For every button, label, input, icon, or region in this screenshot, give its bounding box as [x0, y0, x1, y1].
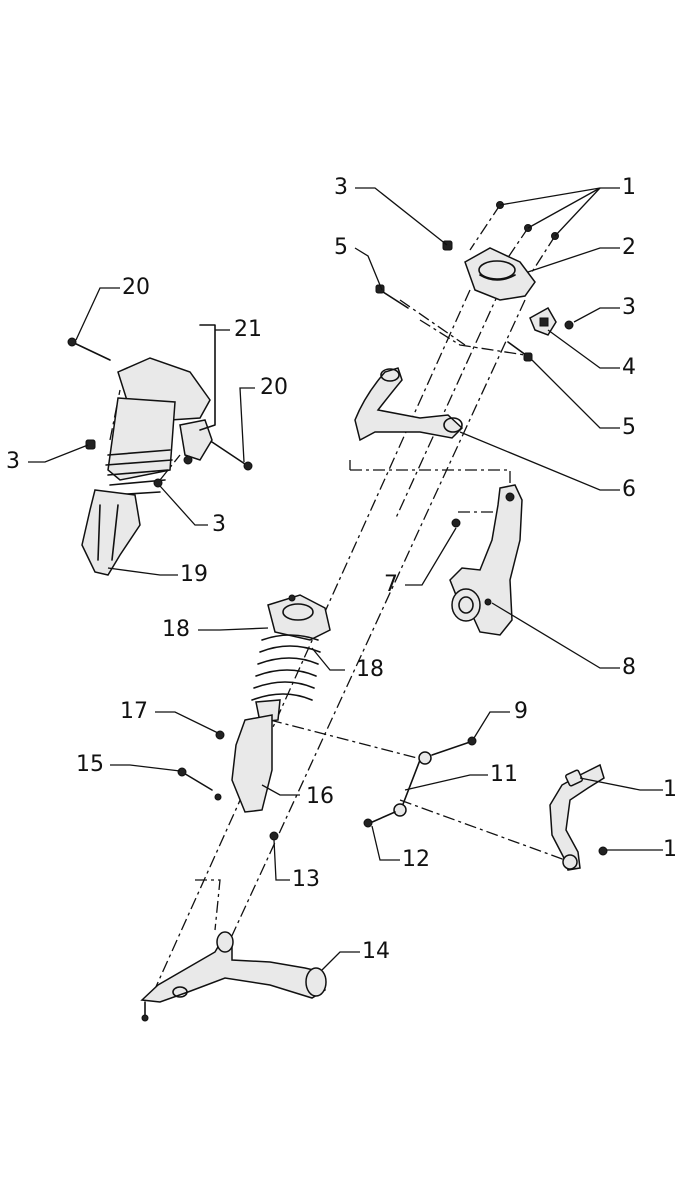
upper-control-arm	[354, 367, 464, 442]
callout-16: 16	[306, 784, 334, 809]
callout-14: 14	[362, 939, 390, 964]
leader-lines	[28, 187, 663, 971]
callout-5-left: 5	[334, 235, 348, 260]
callout-13: 13	[292, 867, 320, 892]
callout-18-right: 18	[356, 657, 384, 682]
callout-1-bar-bottom: 1	[663, 837, 675, 862]
callout-9: 9	[514, 699, 528, 724]
bracket-4	[529, 306, 557, 336]
callout-3-top: 3	[334, 175, 348, 200]
steering-knuckle	[449, 484, 523, 636]
callout-2: 2	[622, 235, 636, 260]
nut-7	[451, 518, 461, 528]
stabilizer-link	[363, 736, 477, 828]
nut-13	[269, 831, 279, 841]
callout-21: 21	[234, 317, 262, 342]
callout-18-left: 18	[162, 617, 190, 642]
callout-19: 19	[180, 562, 208, 587]
nut-3-right	[564, 320, 574, 330]
callout-8: 8	[622, 655, 636, 680]
callout-4: 4	[622, 355, 636, 380]
air-strut-bolts	[67, 324, 253, 488]
assembly-lines	[109, 204, 566, 1001]
callout-3-right: 3	[622, 295, 636, 320]
callout-5-right: 5	[622, 415, 636, 440]
coil-strut	[231, 594, 331, 813]
callout-3-air-left: 3	[6, 449, 20, 474]
callout-3-air-bottom: 3	[212, 512, 226, 537]
callout-7: 7	[384, 572, 398, 597]
callout-20-right: 20	[260, 375, 288, 400]
callout-11: 11	[490, 762, 518, 787]
top-mount-plate	[464, 247, 536, 301]
bolt-15	[177, 767, 222, 801]
lower-control-arm	[140, 931, 327, 1022]
callout-12: 12	[402, 847, 430, 872]
callout-1-bar-top: 1	[663, 777, 675, 802]
air-strut	[81, 357, 213, 576]
callout-6: 6	[622, 477, 636, 502]
callout-17: 17	[120, 699, 148, 724]
callout-20-top: 20	[122, 275, 150, 300]
mount-bolts	[496, 201, 559, 240]
stabilizer-bar	[549, 763, 608, 871]
bolt-5-left	[375, 284, 409, 309]
callout-15: 15	[76, 752, 104, 777]
bolt-5-right	[507, 341, 533, 362]
callout-1-top: 1	[622, 175, 636, 200]
